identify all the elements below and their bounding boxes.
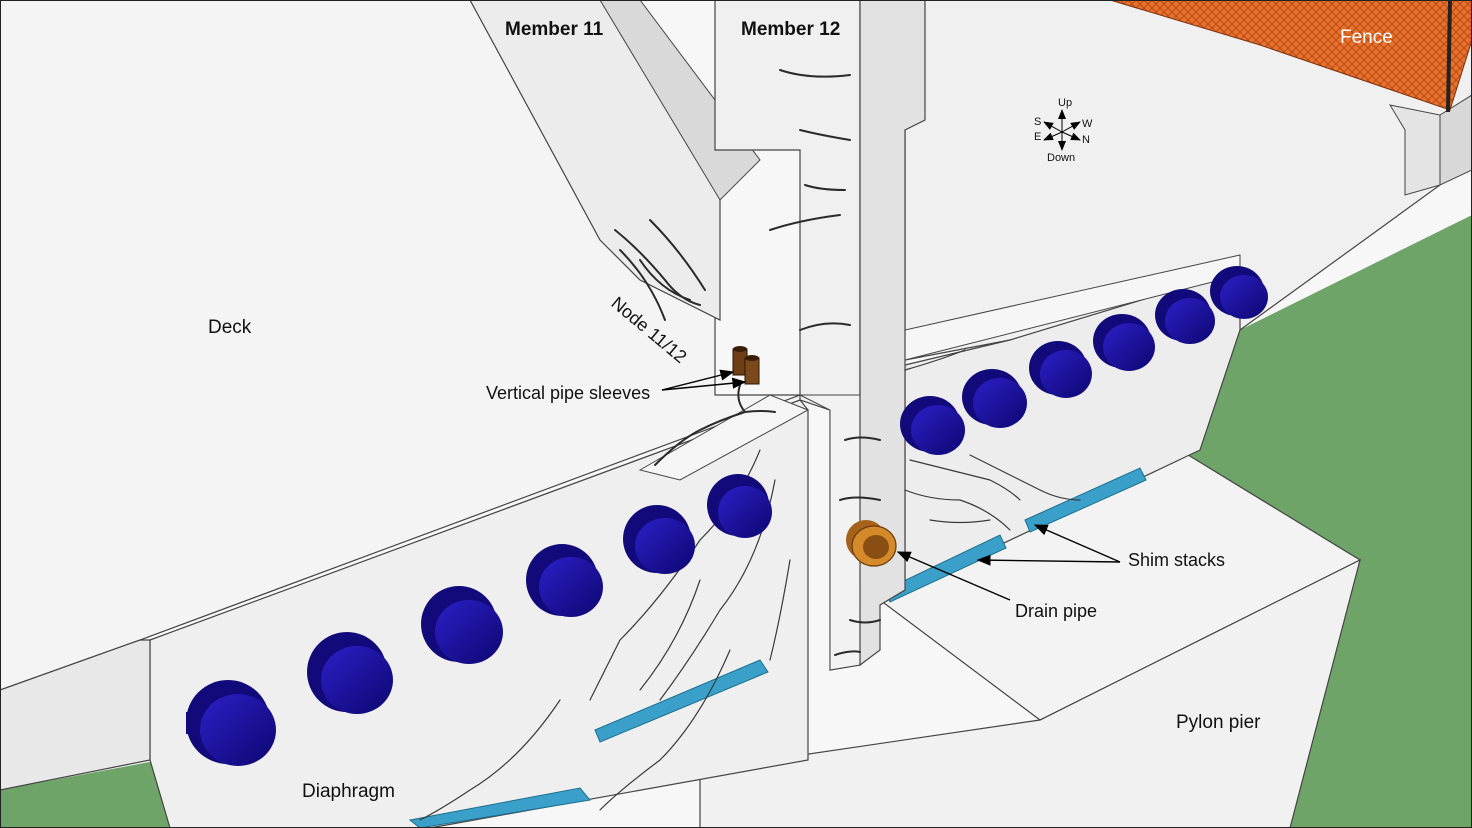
shim-stack-4: [1024, 467, 1147, 533]
tendon-cap: [526, 544, 603, 617]
drain-pipe: [846, 520, 897, 567]
tendon-cap: [307, 632, 393, 714]
tendon-cap: [1155, 289, 1215, 344]
member-12-label: Member 12: [741, 19, 840, 40]
tendon-cap: [1093, 314, 1155, 371]
tendon-caps-front: [186, 474, 772, 766]
shim-stack-1: [408, 787, 591, 828]
tendon-cap: [962, 369, 1027, 428]
drain-pipe-leader: [896, 551, 1011, 601]
pipe-sleeves-leader-2: [661, 377, 747, 391]
fence-label: Fence: [1340, 27, 1393, 48]
fence: [1109, 0, 1472, 111]
compass-w: W: [1082, 118, 1093, 130]
tendon-cap: [421, 586, 503, 664]
compass-n: N: [1082, 134, 1090, 146]
tendon-cap: [1210, 266, 1268, 319]
pylon-pier-label: Pylon pier: [1176, 712, 1261, 733]
compass-down: Down: [1047, 152, 1075, 164]
diaphragm-top: [638, 394, 810, 481]
tendon-cap: [707, 474, 772, 538]
deck-label: Deck: [208, 317, 252, 338]
drain-pipe-label: Drain pipe: [1015, 601, 1097, 621]
tendon-cap: [900, 396, 965, 455]
compass-e: E: [1034, 131, 1041, 143]
pipe-sleeves-label: Vertical pipe sleeves: [486, 383, 650, 403]
compass-up: Up: [1058, 97, 1072, 109]
tendon-caps-back: [900, 266, 1268, 455]
grass-area: [1180, 215, 1472, 828]
curb-front: [1439, 94, 1472, 186]
compass-rose: Up Down S E W N: [1034, 97, 1093, 164]
pipe-sleeves-leader-1: [661, 369, 735, 391]
shim-stacks-label: Shim stacks: [1128, 550, 1225, 570]
tendon-cap: [623, 505, 695, 574]
shim-leader-2: [1033, 524, 1121, 563]
member-11-label: Member 11: [505, 19, 604, 40]
diaphragm-lip: [0, 639, 151, 791]
vertical-pipe-sleeves: [732, 346, 760, 385]
shim-stack-2: [594, 659, 769, 743]
compass-s: S: [1034, 116, 1041, 128]
shim-leader-1: [976, 554, 1121, 566]
tendon-cap: [186, 680, 276, 766]
member-12-front: [799, 394, 861, 671]
curb: [1388, 104, 1441, 196]
diaphragm-label: Diaphragm: [302, 781, 395, 802]
tendon-cap: [1029, 341, 1092, 398]
